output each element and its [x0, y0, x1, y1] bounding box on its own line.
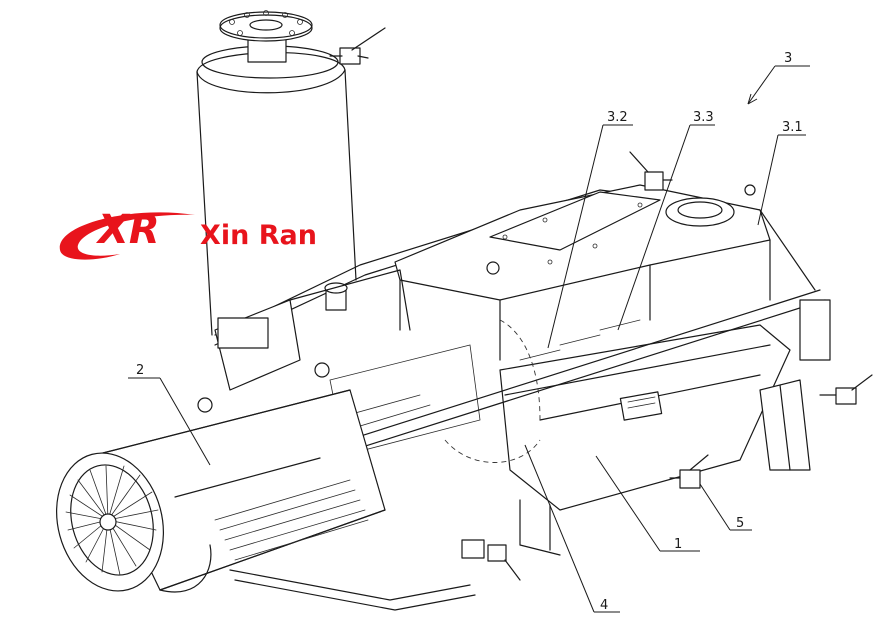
callout-1: 1: [674, 537, 682, 552]
callout-2: 2: [136, 363, 144, 378]
bottom-valve: [669, 454, 709, 489]
logo-name: Xin Ran: [200, 220, 317, 251]
logo-mark: XR: [95, 207, 160, 253]
callout-5: 5: [736, 516, 744, 531]
top-ball-valve: [329, 27, 386, 65]
callout-3-3: 3.3: [693, 110, 714, 125]
callout-labels: 1 2 3 3.1 3.2 3.3 4 5: [136, 51, 803, 613]
logo-swoosh-icon: [59, 212, 195, 260]
vertical-oil-separator: [196, 10, 386, 336]
drain-valve: [461, 539, 521, 581]
motor: [56, 389, 386, 593]
xin-ran-logo: XR Xin Ran: [59, 207, 317, 260]
callout-3-2: 3.2: [607, 110, 628, 125]
side-valve-upper: [629, 151, 673, 191]
right-ball-valve: [819, 374, 873, 405]
leader-lines: [128, 65, 810, 613]
callout-3-1: 3.1: [782, 120, 803, 135]
compressor-body: [174, 289, 873, 611]
flange-bolts: [229, 10, 303, 36]
callout-4: 4: [600, 598, 608, 613]
callout-3: 3: [784, 51, 792, 66]
main-frame: [197, 151, 816, 413]
fan-grille: [65, 465, 159, 576]
